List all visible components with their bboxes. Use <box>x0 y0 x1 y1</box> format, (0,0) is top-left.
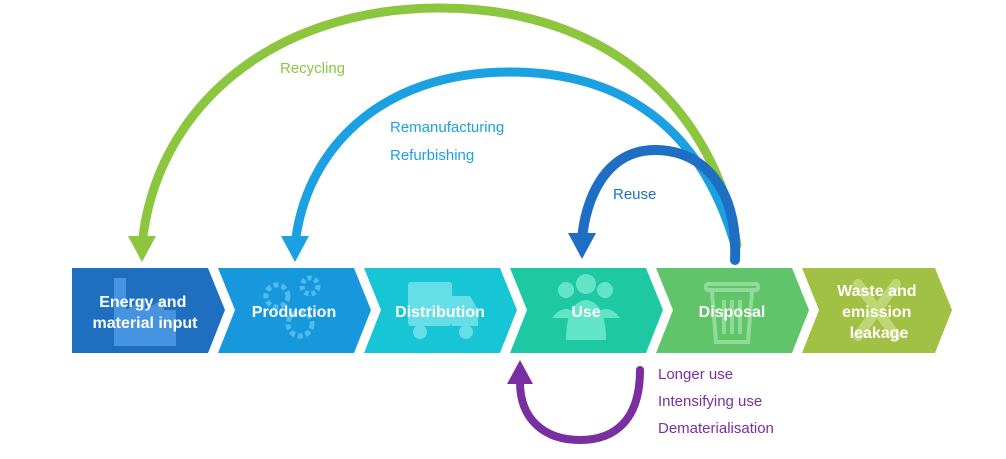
recycling-arrow <box>137 3 742 250</box>
stage-disposal-label: Disposal <box>699 304 766 321</box>
stage-production-label: Production <box>252 304 336 321</box>
stage-waste-label: Waste and emission leakage <box>837 283 921 342</box>
reuse-arrowhead <box>568 233 596 259</box>
people-icon <box>552 274 620 340</box>
stage-energy-material-input: Energy and material input <box>72 268 225 353</box>
intensifying-use-label: Intensifying use <box>658 393 762 410</box>
reuse-arrow <box>577 144 741 265</box>
recycling-loop: Recycling <box>128 3 742 262</box>
use-loop: Longer use Intensifying use Dematerialis… <box>507 360 774 445</box>
stage-energy-label: Energy and material input <box>93 294 199 332</box>
use-loop-arrowhead <box>507 360 533 384</box>
use-loop-arrow <box>516 366 644 445</box>
stage-production: Production <box>218 268 371 353</box>
stage-waste-line-2: emission <box>842 304 911 321</box>
stage-use: Use <box>510 268 663 353</box>
remanufacturing-arrow <box>290 67 740 250</box>
stage-distribution-label: Distribution <box>395 304 485 321</box>
dematerialisation-label: Dematerialisation <box>658 420 774 437</box>
stage-use-label: Use <box>571 304 600 321</box>
trash-bin-icon <box>704 282 760 344</box>
stage-energy-line-1: Energy and <box>99 294 186 311</box>
stage-energy-line-2: material input <box>93 315 199 332</box>
stage-disposal: Disposal <box>656 268 809 353</box>
remanufacturing-loop: Remanufacturing Refurbishing <box>281 67 740 262</box>
longer-use-label: Longer use <box>658 366 733 383</box>
stage-production-shape <box>218 268 371 353</box>
x-icon <box>853 279 901 341</box>
stage-waste-emission-leakage: Waste and emission leakage <box>802 268 952 353</box>
remanufacturing-label: Remanufacturing <box>390 119 504 136</box>
reuse-label: Reuse <box>613 186 656 203</box>
gears-icon <box>263 275 321 339</box>
reuse-loop: Reuse <box>568 144 741 265</box>
factory-icon <box>114 278 176 346</box>
truck-icon <box>408 282 478 339</box>
refurbishing-label: Refurbishing <box>390 147 474 164</box>
value-chain: Energy and material input Production <box>72 268 952 353</box>
stage-distribution: Distribution <box>364 268 517 353</box>
remanufacturing-arrowhead <box>281 236 309 262</box>
stage-waste-line-3: leakage <box>850 325 909 342</box>
recycling-label: Recycling <box>280 60 345 77</box>
recycling-arrowhead <box>128 236 156 262</box>
stage-waste-line-1: Waste and <box>837 283 916 300</box>
